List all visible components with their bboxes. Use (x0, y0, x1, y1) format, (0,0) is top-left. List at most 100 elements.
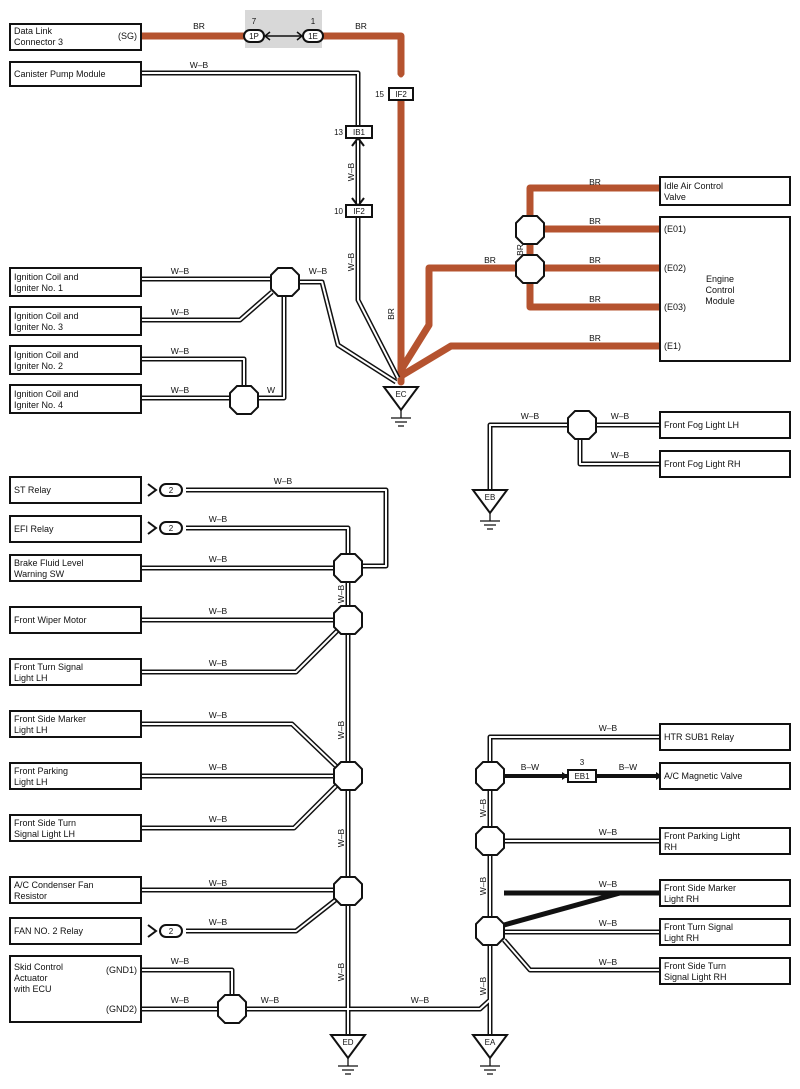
svg-text:Idle Air Control: Idle Air Control (664, 181, 723, 191)
component-brake-fluid-sw: Brake Fluid Level Warning SW (9, 554, 142, 582)
svg-text:BR: BR (589, 216, 601, 226)
dlc-pin-left: 7 (252, 17, 257, 26)
component-sideturn-lh: Front Side Turn Signal Light LH (9, 814, 142, 842)
component-ecm: (E01) (E02) (E03) (E1) Engine Control Mo… (659, 216, 791, 362)
svg-text:W–B: W–B (171, 346, 190, 356)
component-ac-magnetic-valve: A/C Magnetic Valve (659, 762, 791, 790)
svg-text:Skid Control: Skid Control (14, 962, 63, 972)
svg-text:W–B: W–B (599, 918, 618, 928)
svg-text:W–B: W–B (171, 995, 190, 1005)
component-marker-lh: Front Side Marker Light LH (9, 710, 142, 738)
svg-text:A/C Condenser Fan: A/C Condenser Fan (14, 880, 94, 890)
pill-connector-efi: 2 (147, 521, 183, 535)
connector-eb1: EB1 3 (567, 758, 597, 783)
svg-text:Signal Light RH: Signal Light RH (664, 972, 727, 982)
svg-text:BR: BR (515, 244, 525, 256)
svg-text:Front Side Turn: Front Side Turn (664, 961, 726, 971)
component-fan2-relay: FAN NO. 2 Relay (9, 917, 142, 945)
svg-text:W–B: W–B (209, 710, 228, 720)
svg-text:W–B: W–B (478, 976, 488, 995)
svg-text:W–B: W–B (336, 720, 346, 739)
svg-text:EC: EC (395, 390, 406, 399)
svg-text:13: 13 (334, 128, 343, 137)
component-turn-lh: Front Turn Signal Light LH (9, 658, 142, 686)
svg-text:Signal Light LH: Signal Light LH (14, 829, 75, 839)
svg-text:BR: BR (589, 255, 601, 265)
svg-text:IF2: IF2 (395, 90, 407, 99)
pill-connector-fan2: 2 (147, 924, 183, 938)
svg-text:W–B: W–B (274, 476, 293, 486)
svg-text:Front Parking: Front Parking (14, 766, 68, 776)
svg-text:W–B: W–B (599, 957, 618, 967)
svg-text:W–B: W–B (411, 995, 430, 1005)
svg-text:Light RH: Light RH (664, 894, 699, 904)
svg-text:Front Fog Light RH: Front Fog Light RH (664, 459, 741, 469)
svg-text:FAN NO. 2 Relay: FAN NO. 2 Relay (14, 926, 84, 936)
svg-text:Igniter No. 1: Igniter No. 1 (14, 283, 63, 293)
ground-eb: EB (471, 489, 509, 530)
svg-text:EA: EA (485, 1038, 496, 1047)
svg-text:W–B: W–B (209, 514, 228, 524)
svg-text:W–B: W–B (599, 723, 618, 733)
component-ac-condenser-fan: A/C Condenser Fan Resistor (9, 876, 142, 904)
svg-text:W–B: W–B (478, 876, 488, 895)
svg-text:Valve: Valve (664, 192, 686, 202)
svg-text:RH: RH (664, 842, 677, 852)
component-coil4: Ignition Coil and Igniter No. 4 (9, 384, 142, 414)
component-parking-lh: Front Parking Light LH (9, 762, 142, 790)
svg-text:BR: BR (355, 21, 367, 31)
svg-text:Front Turn Signal: Front Turn Signal (14, 662, 83, 672)
svg-text:Ignition Coil and: Ignition Coil and (14, 311, 79, 321)
component-efi-relay: EFI Relay (9, 515, 142, 543)
svg-text:EB: EB (485, 493, 496, 502)
svg-text:IB1: IB1 (353, 128, 366, 137)
svg-text:W–B: W–B (346, 162, 356, 181)
svg-text:Front Side Turn: Front Side Turn (14, 818, 76, 828)
svg-text:W–B: W–B (190, 60, 209, 70)
svg-text:(GND1): (GND1) (106, 965, 137, 975)
svg-text:Front Wiper Motor: Front Wiper Motor (14, 615, 87, 625)
component-front-wiper-motor: Front Wiper Motor (9, 606, 142, 634)
svg-text:Ignition Coil and: Ignition Coil and (14, 272, 79, 282)
component-dlc3: Data Link Connector 3 (SG) (9, 23, 142, 51)
component-coil2: Ignition Coil and Igniter No. 2 (9, 345, 142, 375)
svg-text:10: 10 (334, 207, 343, 216)
svg-text:W–B: W–B (336, 584, 346, 603)
svg-text:EFI Relay: EFI Relay (14, 524, 54, 534)
component-marker-rh: Front Side Marker Light RH (659, 879, 791, 907)
svg-text:Canister Pump Module: Canister Pump Module (14, 69, 106, 79)
svg-text:B–W: B–W (619, 762, 637, 772)
svg-text:W–B: W–B (309, 266, 328, 276)
svg-text:2: 2 (169, 524, 174, 533)
svg-text:Igniter No. 3: Igniter No. 3 (14, 322, 63, 332)
svg-text:BR: BR (589, 294, 601, 304)
svg-text:Front Side Marker: Front Side Marker (664, 883, 736, 893)
svg-text:W–B: W–B (171, 956, 190, 966)
ground-ea: EA (471, 1034, 509, 1075)
svg-text:with ECU: with ECU (13, 984, 52, 994)
svg-text:B–W: B–W (521, 762, 539, 772)
svg-text:Data Link: Data Link (14, 26, 53, 36)
connector-if2-mid: IF2 10 (334, 204, 373, 218)
dlc-arrows (263, 31, 304, 41)
svg-text:2: 2 (169, 927, 174, 936)
dlc-pin-right: 1 (311, 17, 316, 26)
svg-text:W–B: W–B (209, 762, 228, 772)
component-sideturn-rh: Front Side Turn Signal Light RH (659, 957, 791, 985)
svg-text:ED: ED (342, 1038, 353, 1047)
svg-text:Engine: Engine (706, 274, 734, 284)
svg-text:A/C Magnetic Valve: A/C Magnetic Valve (664, 771, 742, 781)
ground-ec: EC (382, 386, 420, 427)
svg-text:Front Turn Signal: Front Turn Signal (664, 922, 733, 932)
svg-text:IF2: IF2 (353, 207, 365, 216)
svg-text:W–B: W–B (209, 917, 228, 927)
svg-text:Brake Fluid Level: Brake Fluid Level (14, 558, 84, 568)
svg-text:W–B: W–B (336, 828, 346, 847)
component-parking-rh: Front Parking Light RH (659, 827, 791, 855)
svg-text:Igniter No. 2: Igniter No. 2 (14, 361, 63, 371)
svg-text:3: 3 (580, 758, 585, 767)
svg-text:Light LH: Light LH (14, 673, 48, 683)
component-skid-control: Skid Control Actuator with ECU (GND1) (G… (9, 955, 142, 1023)
svg-text:BR: BR (193, 21, 205, 31)
component-fog-rh: Front Fog Light RH (659, 450, 791, 478)
